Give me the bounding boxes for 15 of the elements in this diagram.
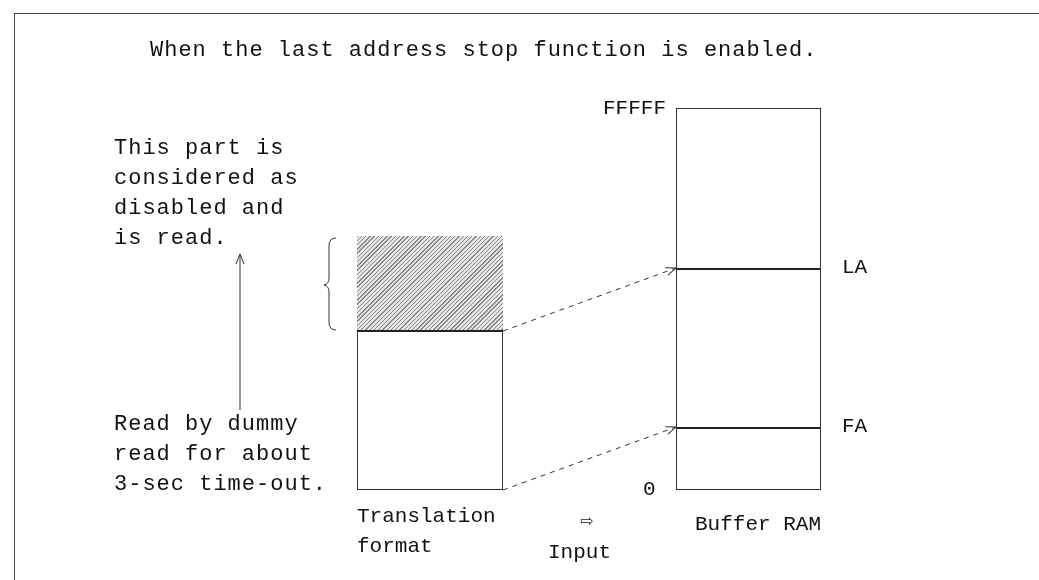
block-caption: Buffer RAM [695, 512, 821, 538]
address-label: FA [842, 414, 868, 440]
dashed-arrow [502, 426, 677, 491]
direction-symbol: ⇨ [580, 509, 593, 535]
dashed-arrow [502, 267, 677, 332]
arrow [235, 253, 245, 411]
arrow-caption: Input [548, 540, 611, 566]
note-text: This part is considered as disabled and is read. [114, 135, 300, 253]
address-label: FFFFF [602, 96, 666, 122]
title: When the last address stop function is enabled. [150, 37, 818, 65]
address-label: LA [842, 255, 868, 281]
note-text: Read by dummy read for about 3-sec time-out. [114, 411, 329, 499]
address-label: 0 [643, 477, 656, 503]
block-caption: Translation format [357, 504, 497, 560]
hatched-region [357, 236, 503, 332]
